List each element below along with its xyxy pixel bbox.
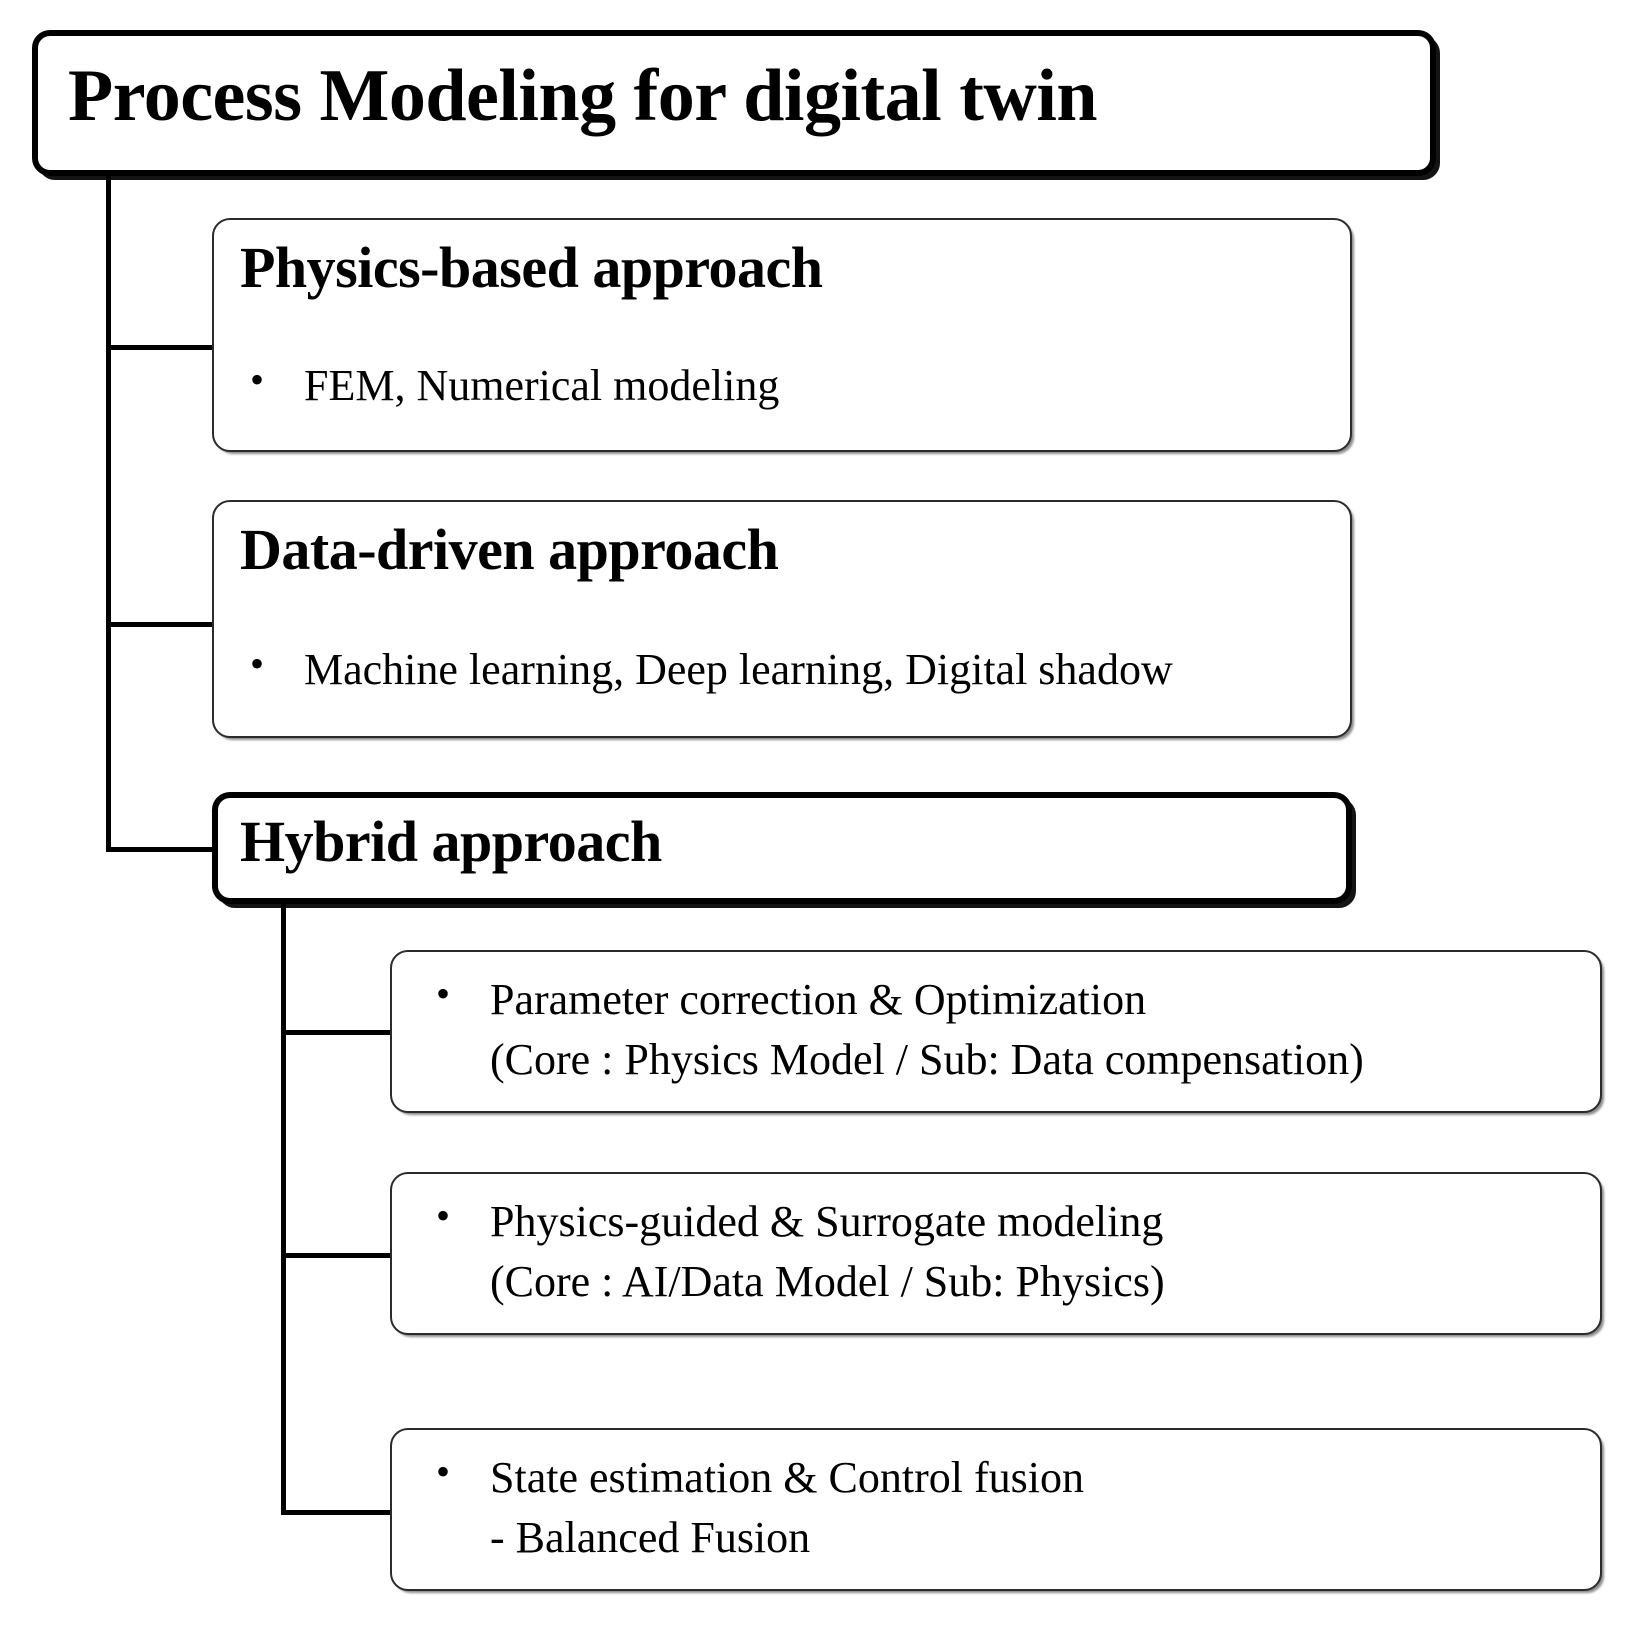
node-physics-guided[interactable]: • Physics-guided & Surrogate modeling (C… bbox=[390, 1172, 1602, 1335]
bullet-data-1-text: Machine learning, Deep learning, Digital… bbox=[304, 645, 1173, 694]
connector-root-trunk bbox=[106, 172, 111, 852]
bullet-hybrid-child-1-line2: (Core : Physics Model / Sub: Data compen… bbox=[490, 1035, 1364, 1084]
root-node-title: Process Modeling for digital twin bbox=[68, 55, 1098, 137]
node-data-driven-heading: Data-driven approach bbox=[240, 517, 779, 582]
bullet-hybrid-child-3-line2: - Balanced Fusion bbox=[490, 1513, 811, 1562]
bullet-marker-icon: • bbox=[250, 357, 265, 402]
bullet-marker-icon: • bbox=[436, 1449, 451, 1494]
node-state-estimation[interactable]: • State estimation & Control fusion - Ba… bbox=[390, 1428, 1602, 1591]
root-node-box[interactable]: Process Modeling for digital twin bbox=[32, 30, 1436, 176]
connector-hybrid-to-child-2 bbox=[281, 1253, 393, 1258]
node-parameter-correction[interactable]: • Parameter correction & Optimization (C… bbox=[390, 950, 1602, 1113]
bullet-hybrid-child-3-line1: State estimation & Control fusion bbox=[490, 1453, 1084, 1502]
bullet-marker-icon: • bbox=[436, 1193, 451, 1238]
bullet-physics-1-text: FEM, Numerical modeling bbox=[304, 361, 780, 410]
node-data-driven-approach[interactable]: Data-driven approach • Machine learning,… bbox=[212, 500, 1352, 738]
connector-root-to-hybrid bbox=[106, 847, 218, 852]
node-hybrid-approach[interactable]: Hybrid approach bbox=[212, 792, 1352, 904]
connector-hybrid-to-child-3 bbox=[281, 1510, 393, 1515]
connector-root-to-data bbox=[106, 622, 216, 627]
node-hybrid-heading: Hybrid approach bbox=[240, 809, 662, 874]
bullet-hybrid-child-2-line2: (Core : AI/Data Model / Sub: Physics) bbox=[490, 1257, 1165, 1306]
bullet-hybrid-child-1: • Parameter correction & Optimization bbox=[436, 974, 1586, 1026]
connector-hybrid-to-child-1 bbox=[281, 1030, 393, 1035]
bullet-hybrid-child-1-sub: (Core : Physics Model / Sub: Data compen… bbox=[436, 1034, 1596, 1086]
connector-root-to-physics bbox=[106, 345, 216, 350]
bullet-physics-1: • FEM, Numerical modeling bbox=[250, 360, 1310, 412]
connector-hybrid-trunk bbox=[281, 900, 286, 1515]
bullet-hybrid-child-3: • State estimation & Control fusion bbox=[436, 1452, 1586, 1504]
bullet-data-1: • Machine learning, Deep learning, Digit… bbox=[250, 644, 1340, 696]
bullet-hybrid-child-2-line1: Physics-guided & Surrogate modeling bbox=[490, 1197, 1164, 1246]
node-physics-based-approach[interactable]: Physics-based approach • FEM, Numerical … bbox=[212, 218, 1352, 452]
bullet-hybrid-child-3-sub: - Balanced Fusion bbox=[436, 1512, 1596, 1564]
bullet-marker-icon: • bbox=[250, 641, 265, 686]
bullet-marker-icon: • bbox=[436, 971, 451, 1016]
bullet-hybrid-child-2: • Physics-guided & Surrogate modeling bbox=[436, 1196, 1586, 1248]
bullet-hybrid-child-2-sub: (Core : AI/Data Model / Sub: Physics) bbox=[436, 1256, 1596, 1308]
node-physics-based-heading: Physics-based approach bbox=[240, 235, 823, 300]
bullet-hybrid-child-1-line1: Parameter correction & Optimization bbox=[490, 975, 1147, 1024]
